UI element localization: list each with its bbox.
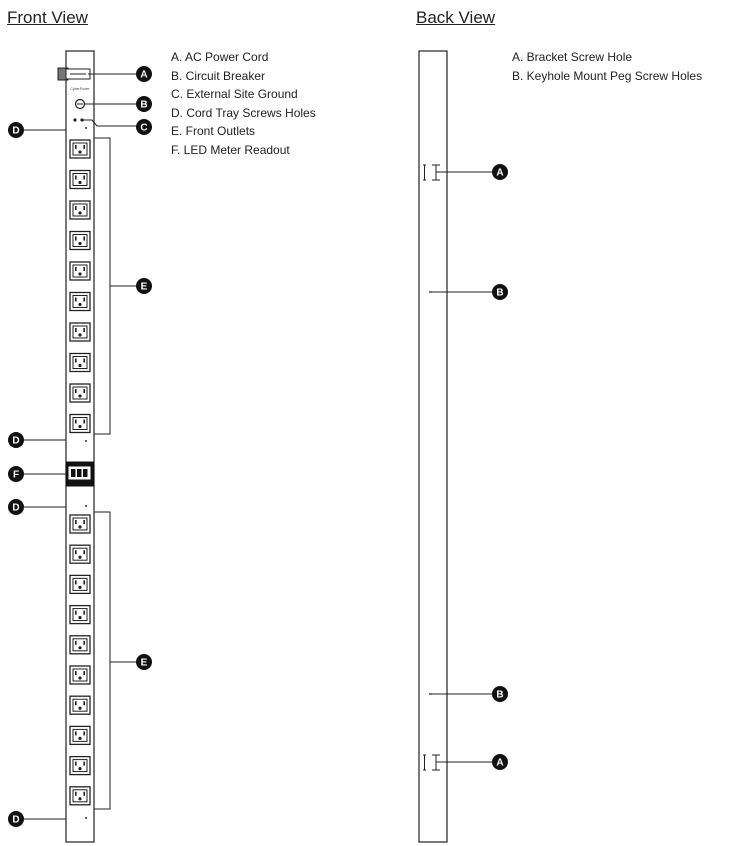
- callout-e: E: [136, 278, 152, 294]
- front-callouts: [22, 73, 137, 820]
- outlet-icon: [69, 352, 91, 373]
- callout-b-label: B: [140, 100, 147, 111]
- callout-d-label: D: [12, 436, 19, 447]
- outlet-icon: [69, 200, 91, 220]
- callout-back-a: A: [492, 754, 508, 770]
- outlet-icon: [69, 725, 91, 746]
- callout-back-b-label: B: [496, 690, 503, 701]
- back-callout-markers: A B B A: [492, 164, 508, 770]
- callout-e-label: E: [141, 282, 148, 293]
- callout-back-b: B: [492, 284, 508, 300]
- cord-tray-hole: [85, 127, 87, 129]
- callout-d-label: D: [12, 503, 19, 514]
- callout-d: D: [8, 432, 24, 448]
- outlet-icon: [69, 169, 91, 190]
- led-meter-readout: [65, 461, 95, 487]
- callout-c-label: C: [140, 123, 147, 134]
- circuit-breaker: [74, 98, 86, 110]
- back-view-title: Back View: [416, 8, 496, 27]
- back-pdu-body: [418, 50, 448, 843]
- back-pdu: [418, 50, 448, 843]
- callout-back-b: B: [492, 686, 508, 702]
- callout-d-label: D: [12, 815, 19, 826]
- outlet-icon: [69, 695, 91, 715]
- callout-e: E: [136, 654, 152, 670]
- back-legend: A. Bracket Screw Hole B. Keyhole Mount P…: [512, 48, 702, 85]
- outlet-icon: [69, 322, 91, 342]
- ac-power-cord: [57, 67, 91, 81]
- front-pdu: CyberPower: [57, 50, 95, 843]
- outlet-icon: [69, 230, 91, 251]
- outlet-icon: [69, 604, 91, 625]
- outlet-icon: [69, 574, 91, 595]
- outlet-icon: [69, 261, 91, 281]
- outlet-icon: [69, 544, 91, 564]
- outlet-icon: [69, 755, 91, 776]
- cord-tray-hole: [85, 440, 87, 442]
- callout-f: F: [8, 466, 24, 482]
- back-legend-item-b: B. Keyhole Mount Peg Screw Holes: [512, 68, 703, 83]
- callout-back-a: A: [492, 164, 508, 180]
- callout-a-label: A: [140, 70, 147, 81]
- front-legend: A. AC Power Cord B. Circuit Breaker C. E…: [171, 48, 316, 159]
- front-legend-item-b: B. Circuit Breaker: [171, 68, 266, 83]
- front-legend-item-c: C. External Site Ground: [171, 87, 298, 101]
- front-legend-item-e: E. Front Outlets: [171, 124, 256, 138]
- front-legend-item-a: A. AC Power Cord: [171, 50, 269, 64]
- outlet-icon: [69, 786, 91, 806]
- outlet-icon: [69, 514, 91, 534]
- front-view-title: Front View: [7, 8, 88, 27]
- back-legend-item-a: A. Bracket Screw Hole: [512, 50, 633, 64]
- outlet-bank-lower: [69, 514, 91, 806]
- callout-d: D: [8, 122, 24, 138]
- callout-a: A: [136, 66, 152, 82]
- callout-d: D: [8, 499, 24, 515]
- back-callouts: [432, 171, 493, 763]
- outlet-icon: [69, 665, 91, 685]
- outlet-icon: [69, 291, 91, 312]
- outlet-bank-upper: [69, 139, 91, 434]
- site-ground: [73, 118, 77, 122]
- callout-f-label: F: [13, 470, 19, 481]
- outlet-icon: [69, 413, 91, 434]
- brand-text: CyberPower: [70, 87, 90, 91]
- outlet-icon: [69, 383, 91, 403]
- callout-b: B: [136, 96, 152, 112]
- callout-back-a-label: A: [496, 758, 503, 769]
- front-pdu-body: [65, 50, 95, 843]
- front-legend-item-f: F. LED Meter Readout: [171, 142, 290, 157]
- callout-c: C: [136, 119, 152, 135]
- outlet-icon: [69, 139, 91, 159]
- front-callout-markers: A B C D D F D D E E: [8, 66, 152, 827]
- callout-e-label: E: [141, 658, 148, 669]
- cord-tray-hole: [85, 505, 87, 507]
- cord-tray-hole: [85, 817, 87, 819]
- front-legend-item-d: D. Cord Tray Screws Holes: [171, 105, 316, 120]
- callout-back-a-label: A: [496, 168, 503, 179]
- callout-d-label: D: [12, 126, 19, 137]
- callout-back-b-label: B: [496, 288, 503, 299]
- callout-d: D: [8, 811, 24, 827]
- outlet-icon: [69, 635, 91, 655]
